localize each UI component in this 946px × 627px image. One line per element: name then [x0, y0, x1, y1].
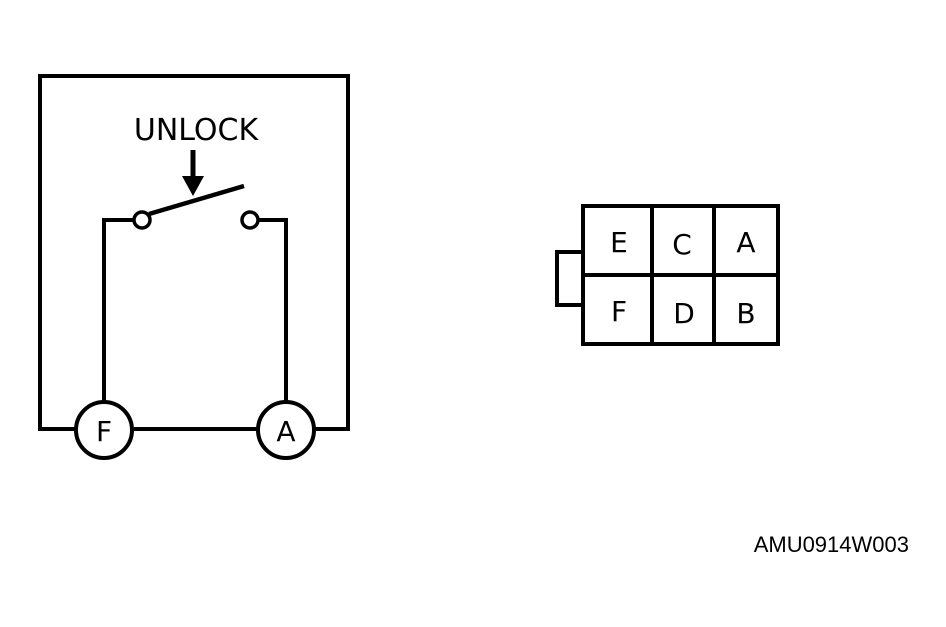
terminal-a-label: A — [276, 415, 295, 448]
connector-pin-e: E — [610, 226, 628, 259]
left-wire — [102, 218, 133, 401]
connector-pin-d: D — [673, 297, 695, 330]
left-contact — [132, 210, 152, 230]
connector-pin-c: C — [672, 228, 692, 261]
connector-latch — [555, 250, 583, 307]
right-contact — [240, 210, 260, 230]
connector-pin-b: B — [736, 297, 755, 330]
terminal-a: A — [256, 400, 316, 460]
switch-schematic: UNLOCK F A — [38, 74, 350, 460]
connector-face: E C A F D B — [555, 204, 780, 346]
right-wire — [258, 218, 288, 401]
switch-housing-outline — [38, 74, 350, 431]
unlock-arrow-icon — [182, 150, 204, 196]
terminal-f-label: F — [96, 415, 112, 448]
terminal-f: F — [74, 400, 134, 460]
switch-blade — [148, 183, 245, 217]
connector-pin-f: F — [611, 295, 627, 328]
unlock-label: UNLOCK — [134, 113, 260, 148]
figure-code: AMU0914W003 — [754, 532, 909, 557]
connector-pin-a: A — [736, 226, 755, 259]
